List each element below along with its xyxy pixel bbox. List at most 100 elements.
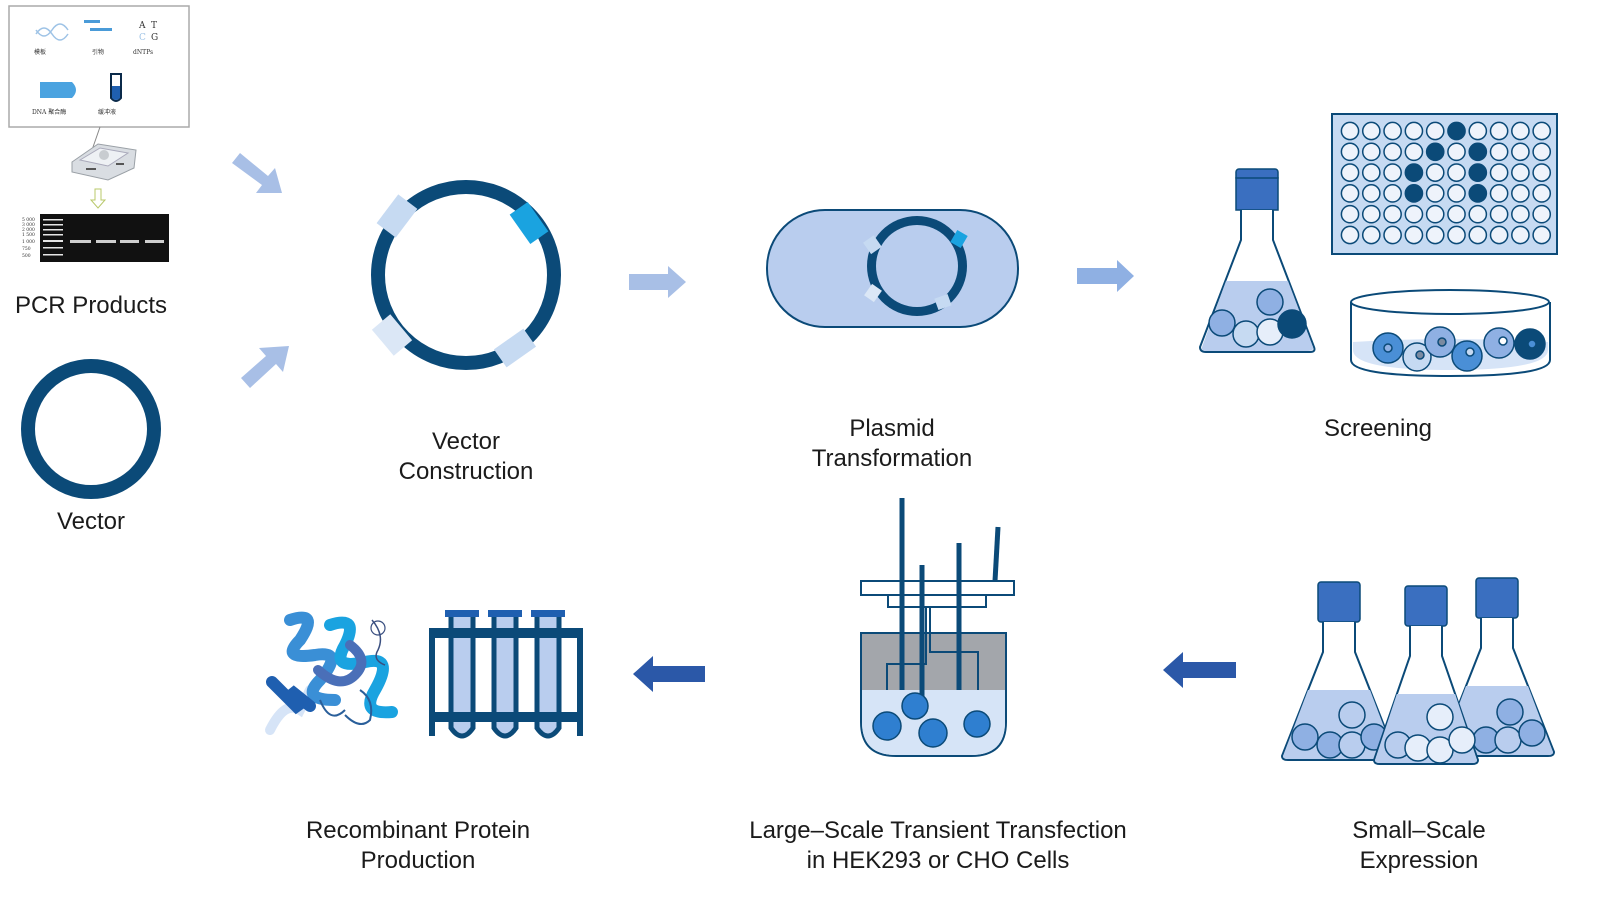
- dna-polymerase-icon: [40, 82, 76, 98]
- well: [1340, 204, 1360, 224]
- nucleotide-a: A: [138, 21, 146, 31]
- petri-dish-icon: [1350, 289, 1551, 378]
- well: [1447, 142, 1466, 162]
- well: [1425, 163, 1445, 182]
- well: [1383, 142, 1402, 162]
- well: [1468, 142, 1488, 162]
- reagent-label-primer: 引物: [92, 48, 104, 56]
- well: [1361, 142, 1381, 162]
- nucleotide-g: G: [151, 33, 158, 43]
- well: [1361, 121, 1381, 141]
- well: [1511, 184, 1530, 203]
- dna-template-icon: [35, 23, 69, 41]
- ladder-label: 5 000: [22, 217, 35, 223]
- well: [1532, 142, 1552, 162]
- well: [1383, 163, 1402, 182]
- vector-construction-line2: Construction: [398, 458, 534, 485]
- ladder-label: 1 000: [22, 239, 35, 245]
- well: [1532, 184, 1552, 203]
- arrow-construction-to-transformation: [629, 266, 686, 298]
- well: [1468, 121, 1488, 141]
- well: [1404, 142, 1424, 162]
- small-scale-line1: Small–Scale: [1352, 817, 1486, 844]
- well: [1447, 204, 1466, 224]
- plasmid-transformation-line1: Plasmid: [849, 415, 935, 442]
- well: [1532, 121, 1552, 141]
- screening-flask-icon: [1198, 168, 1316, 353]
- test-tube-rack-icon: [429, 610, 583, 739]
- ladder-label: 1 500: [22, 232, 35, 238]
- well: [1532, 204, 1552, 224]
- vector-ring-icon: [21, 359, 161, 499]
- reagent-label-dntps: dNTPs: [133, 49, 153, 56]
- label-vector-construction: Vector Construction: [356, 427, 576, 487]
- reagent-label-polymerase: DNA 聚合酶: [32, 108, 66, 116]
- large-scale-line2: in HEK293 or CHO Cells: [806, 847, 1070, 874]
- label-small-scale-expression: Small–Scale Expression: [1319, 816, 1519, 876]
- well: [1468, 184, 1488, 203]
- well: [1383, 225, 1402, 245]
- well: [1511, 142, 1530, 162]
- well: [1489, 184, 1509, 203]
- arrow-pcr-to-construction: [232, 153, 282, 193]
- well: [1468, 225, 1488, 245]
- label-screening: Screening: [1288, 414, 1468, 444]
- well: [1447, 121, 1466, 141]
- well: [1532, 163, 1552, 182]
- label-large-scale-transfection: Large–Scale Transient Transfection in HE…: [718, 816, 1158, 876]
- well: [1340, 121, 1360, 141]
- label-pcr-products: PCR Products: [0, 291, 182, 321]
- ladder-label: 500: [22, 253, 31, 259]
- expression-flask: [1372, 585, 1480, 765]
- nucleotide-t: T: [151, 21, 157, 31]
- ladder-label: 2 000: [22, 227, 35, 233]
- well: [1532, 225, 1552, 245]
- well: [1404, 121, 1424, 141]
- recombinant-line1: Recombinant Protein: [305, 817, 531, 844]
- well: [1447, 163, 1466, 182]
- well: [1468, 163, 1488, 182]
- plasmid-transformation-line2: Transformation: [811, 445, 973, 472]
- ladder-label: 3 000: [22, 222, 35, 228]
- vector-text: Vector: [56, 508, 126, 535]
- well: [1511, 225, 1530, 245]
- large-scale-line1: Large–Scale Transient Transfection: [749, 817, 1127, 844]
- well-plate-icon: [1331, 113, 1558, 255]
- label-vector: Vector: [11, 507, 171, 537]
- well: [1425, 204, 1445, 224]
- well: [1404, 184, 1424, 203]
- well: [1511, 163, 1530, 182]
- vector-construction-plasmid-icon: [371, 180, 561, 370]
- well: [1404, 225, 1424, 245]
- well: [1383, 121, 1402, 141]
- thermocycler-icon: [71, 126, 137, 181]
- pcr-products-text: PCR Products: [14, 292, 168, 319]
- label-plasmid-transformation: Plasmid Transformation: [772, 414, 1012, 474]
- well: [1511, 204, 1530, 224]
- reagent-label-buffer: 缓冲液: [98, 108, 116, 116]
- nucleotide-c: C: [139, 33, 146, 43]
- well: [1489, 142, 1509, 162]
- small-scale-line2: Expression: [1359, 847, 1479, 874]
- ladder-label: 750: [22, 246, 31, 252]
- well: [1447, 184, 1466, 203]
- expression-flask: [1280, 581, 1398, 761]
- small-scale-flasks-icon: [1280, 577, 1556, 765]
- reagent-label-template: 模板: [34, 48, 46, 56]
- vector-construction-line1: Vector: [431, 428, 501, 455]
- well: [1468, 204, 1488, 224]
- pcr-reagent-panel: 模板 引物 A T C G dNTPs DNA 聚合酶 缓冲液: [8, 5, 190, 128]
- well: [1489, 204, 1509, 224]
- arrow-transformation-to-screening: [1077, 260, 1134, 292]
- well: [1361, 163, 1381, 182]
- well: [1404, 204, 1424, 224]
- well: [1425, 184, 1445, 203]
- well: [1340, 142, 1360, 162]
- primer-icon: [84, 20, 112, 31]
- arrow-vector-to-construction: [241, 346, 289, 388]
- well: [1361, 225, 1381, 245]
- label-recombinant-protein: Recombinant Protein Production: [288, 816, 548, 876]
- arrow-small-to-large: [1163, 652, 1236, 688]
- down-arrow-icon: [89, 188, 107, 209]
- recombinant-line2: Production: [360, 847, 476, 874]
